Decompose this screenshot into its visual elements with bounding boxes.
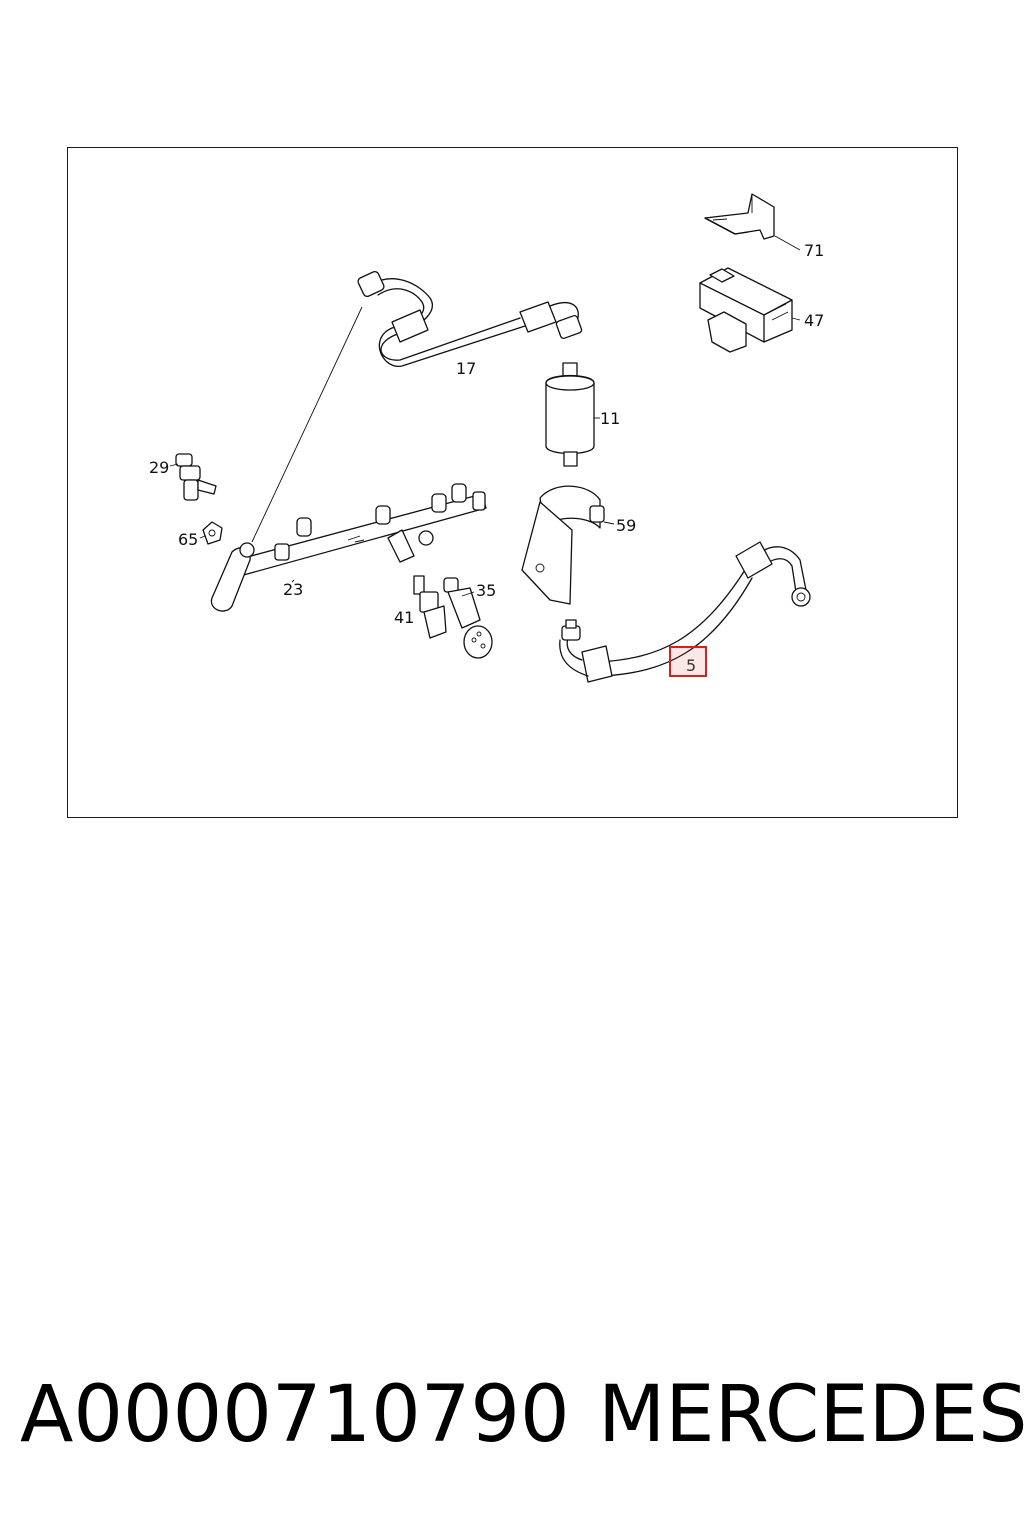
label-35[interactable]: 35	[476, 581, 496, 600]
part-29-connector[interactable]	[169, 453, 217, 501]
part-35-injector[interactable]	[443, 577, 493, 659]
diagram-frame	[67, 147, 958, 818]
label-23[interactable]: 23	[283, 580, 303, 599]
label-29[interactable]: 29	[149, 458, 169, 477]
label-5[interactable]: 5	[686, 656, 696, 675]
part-65-clip[interactable]	[199, 521, 223, 545]
part-number: A0000710790	[20, 1370, 570, 1460]
part-47-module[interactable]	[699, 267, 801, 353]
part-5-fuel-line[interactable]	[559, 541, 811, 683]
caption: A0000710790 MERCEDES	[20, 1370, 1024, 1470]
part-17-fuel-line[interactable]	[251, 270, 583, 543]
label-17[interactable]: 17	[456, 359, 476, 378]
highlight-box	[669, 646, 707, 677]
part-59-bracket[interactable]	[521, 485, 615, 605]
part-71-bracket[interactable]	[704, 193, 801, 251]
label-41[interactable]: 41	[394, 608, 414, 627]
part-23-fuel-rail[interactable]	[210, 483, 487, 612]
label-71[interactable]: 71	[804, 241, 824, 260]
label-65[interactable]: 65	[178, 530, 198, 549]
brand-name: MERCEDES	[598, 1370, 1024, 1460]
part-11-fuel-filter[interactable]	[545, 362, 600, 467]
label-47[interactable]: 47	[804, 311, 824, 330]
label-11[interactable]: 11	[600, 409, 620, 428]
label-59[interactable]: 59	[616, 516, 636, 535]
part-41-sensor[interactable]	[413, 575, 447, 639]
